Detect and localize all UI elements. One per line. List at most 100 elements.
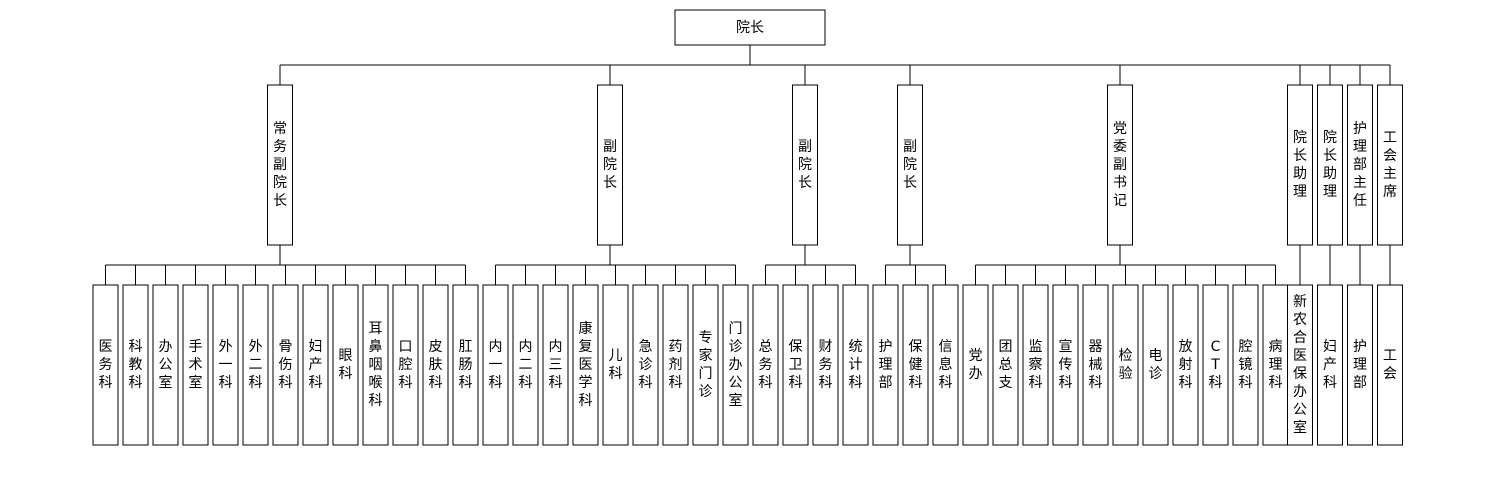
department-box <box>602 284 629 446</box>
branch-title: 工会主席 <box>1383 130 1397 200</box>
department-label: 外一科 <box>219 339 233 391</box>
branch-title: 副院长 <box>798 139 812 191</box>
department-box <box>782 284 809 446</box>
department-label: 检验 <box>1119 348 1133 382</box>
branch-title: 常务副院长 <box>273 121 287 209</box>
department-box <box>152 284 179 446</box>
department-label: 器械科 <box>1089 339 1103 391</box>
department-label: 信息科 <box>939 339 953 391</box>
department-node: 宣传科 <box>1052 284 1079 446</box>
branch-node: 副院长 <box>897 84 923 246</box>
department-box <box>332 284 359 446</box>
department-node: 监察科 <box>1022 284 1049 446</box>
department-node: 儿科 <box>602 284 629 446</box>
department-box <box>1377 284 1403 446</box>
branch-box <box>1347 84 1373 246</box>
department-node: 外二科 <box>242 284 269 446</box>
department-node: 统计科 <box>842 284 869 446</box>
department-node: 信息科 <box>932 284 959 446</box>
department-node: 医务科 <box>92 284 119 446</box>
department-label: 电诊 <box>1149 348 1163 382</box>
department-box <box>302 284 329 446</box>
department-node: 工会 <box>1377 284 1403 446</box>
department-box <box>1232 284 1259 446</box>
department-node: 内一科 <box>482 284 509 446</box>
department-node: 办公室 <box>152 284 179 446</box>
department-label: 办公室 <box>159 339 173 391</box>
department-box <box>122 284 149 446</box>
department-node: 财务科 <box>812 284 839 446</box>
branch-box <box>1377 84 1403 246</box>
department-node: 口腔科 <box>392 284 419 446</box>
department-box <box>692 284 719 446</box>
department-box <box>722 284 749 446</box>
department-label: 科教科 <box>129 339 143 391</box>
department-label: 内一科 <box>489 339 503 391</box>
department-box <box>392 284 419 446</box>
department-box <box>272 284 299 446</box>
department-node: 保健科 <box>902 284 929 446</box>
department-node: 电诊 <box>1142 284 1169 446</box>
department-label: 保卫科 <box>789 339 803 391</box>
department-box <box>1317 284 1343 446</box>
department-label: 放射科 <box>1179 339 1193 391</box>
department-box <box>92 284 119 446</box>
branch-box <box>1287 84 1313 246</box>
department-node: 急诊科 <box>632 284 659 446</box>
department-label: 总务科 <box>759 339 773 391</box>
department-box <box>1347 284 1373 446</box>
department-label: 护理部 <box>1353 339 1367 391</box>
department-node: 总务科 <box>752 284 779 446</box>
branch-title: 党委副书记 <box>1113 121 1127 209</box>
department-box <box>182 284 209 446</box>
department-node: 皮肤科 <box>422 284 449 446</box>
department-node: 内二科 <box>512 284 539 446</box>
department-box <box>902 284 929 446</box>
department-box <box>242 284 269 446</box>
department-box <box>962 284 989 446</box>
department-label: 医务科 <box>99 339 113 391</box>
department-box <box>512 284 539 446</box>
department-box <box>872 284 899 446</box>
department-label: 财务科 <box>819 339 833 391</box>
department-box <box>932 284 959 446</box>
department-label: 手术室 <box>189 339 203 391</box>
branch-box <box>792 84 818 246</box>
department-label: 康复医学科 <box>579 320 593 409</box>
department-label: 团总支 <box>999 339 1013 391</box>
department-label: 门诊办公室 <box>729 321 743 409</box>
department-label: 妇产科 <box>1323 338 1337 391</box>
connector-lines <box>105 45 1391 285</box>
department-box <box>662 284 689 446</box>
branch-title: 副院长 <box>603 139 617 191</box>
branch-node: 副院长 <box>792 84 818 246</box>
department-node: 专家门诊 <box>692 284 719 446</box>
department-node: 耳鼻咽喉科 <box>362 284 389 446</box>
department-label: 口腔科 <box>399 339 413 391</box>
department-node: 腔镜科 <box>1232 284 1259 446</box>
department-node: 党办 <box>962 284 989 446</box>
department-node: 科教科 <box>122 284 149 446</box>
department-box <box>1142 284 1169 446</box>
branch-node: 院长助理 <box>1287 84 1313 246</box>
department-box <box>362 284 389 446</box>
department-label: 内三科 <box>549 339 563 391</box>
department-label: 监察科 <box>1029 339 1043 391</box>
department-label: 专家门诊 <box>699 330 713 400</box>
branch-box <box>1107 84 1133 246</box>
department-label: 护理部 <box>879 339 893 391</box>
department-label: 统计科 <box>849 339 863 391</box>
department-node: 放射科 <box>1172 284 1199 446</box>
department-box <box>752 284 779 446</box>
department-box <box>1287 284 1313 446</box>
department-node: 肛肠科 <box>452 284 479 446</box>
branch-node: 副院长 <box>597 84 623 246</box>
branch-node: 党委副书记 <box>1107 84 1133 246</box>
department-label: 外二科 <box>249 339 263 391</box>
department-label: 急诊科 <box>639 339 653 391</box>
department-label: 药剂科 <box>669 339 683 391</box>
branch-title: 院长助理 <box>1323 130 1337 200</box>
department-box <box>422 284 449 446</box>
